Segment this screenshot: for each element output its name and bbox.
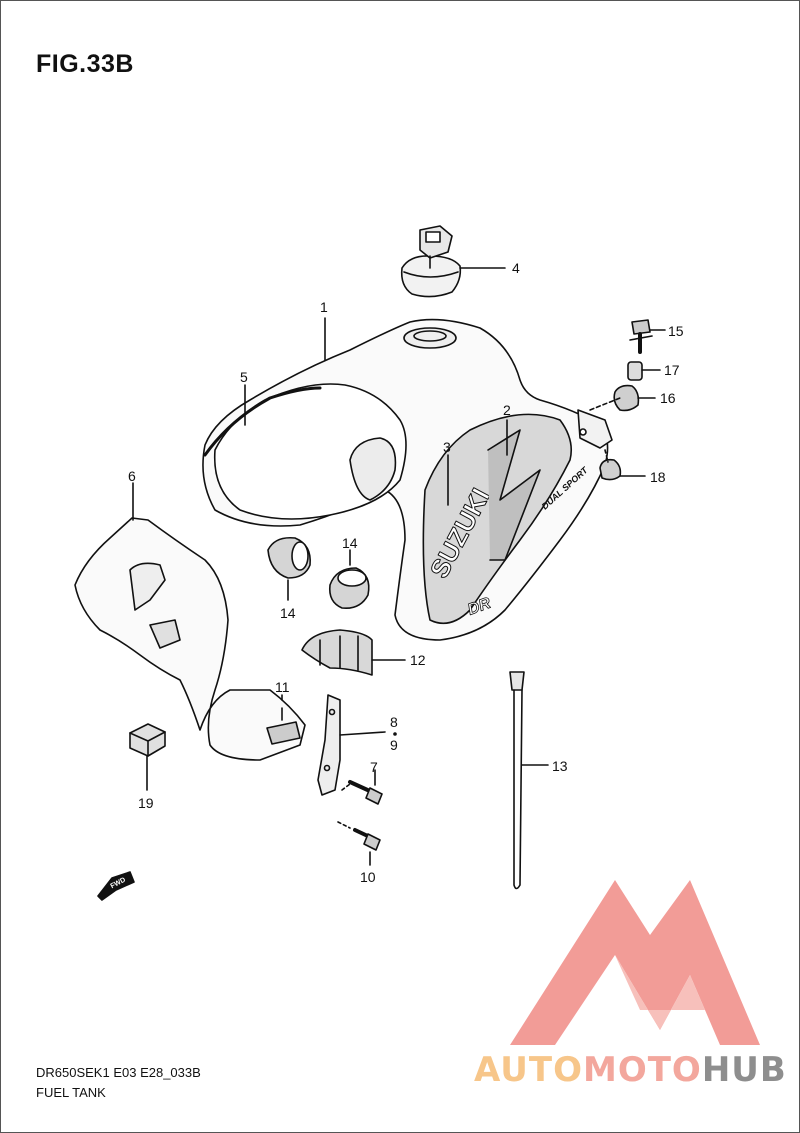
callout-10: 10 <box>360 869 376 885</box>
watermark-hub: HUB <box>701 1050 787 1090</box>
bracket[interactable] <box>317 694 386 796</box>
footer-model-code: DR650SEK1 E03 E28_033B <box>36 1065 201 1080</box>
pad-19[interactable] <box>129 723 166 791</box>
watermark-logo <box>510 880 760 1045</box>
fwd-arrow <box>97 871 135 901</box>
tank-stripe-decal <box>487 429 541 561</box>
footer-fig-name: FUEL TANK <box>36 1085 106 1100</box>
callout-12: 12 <box>410 652 426 668</box>
cushion-right[interactable] <box>328 549 370 610</box>
callout-14-right: 14 <box>342 535 358 551</box>
bolt-15[interactable] <box>629 319 666 354</box>
watermark-auto: AUTO <box>474 1050 583 1090</box>
grommet-18[interactable] <box>599 449 646 481</box>
figure-title: FIG.33B <box>36 50 134 78</box>
fuel-tank[interactable] <box>202 318 613 641</box>
callout-14-left: 14 <box>280 605 296 621</box>
callout-9: 9 <box>390 737 398 753</box>
callout-2: 2 <box>503 402 511 418</box>
callout-15: 15 <box>668 323 684 339</box>
callout-17: 17 <box>664 362 680 378</box>
callout-1: 1 <box>320 299 328 315</box>
callout-16: 16 <box>660 390 676 406</box>
callout-6: 6 <box>128 468 136 484</box>
callout-5: 5 <box>240 369 248 385</box>
watermark-moto: MOTO <box>582 1050 702 1090</box>
fuel-cap[interactable] <box>400 225 506 298</box>
watermark-text: AUTOMOTOHUB <box>474 1050 787 1090</box>
callout-7: 7 <box>370 759 378 775</box>
cushion-upper[interactable] <box>267 536 312 601</box>
cushion-16[interactable] <box>589 384 656 412</box>
callout-18: 18 <box>650 469 666 485</box>
callout-13: 13 <box>552 758 568 774</box>
bolt-7[interactable] <box>341 769 383 805</box>
side-cover[interactable] <box>74 517 306 761</box>
callout-3: 3 <box>443 439 451 455</box>
callout-8: 8 <box>390 714 398 730</box>
callout-dot <box>393 732 397 736</box>
cushion-rear[interactable] <box>301 629 406 676</box>
callout-4: 4 <box>512 260 520 276</box>
callout-11: 11 <box>275 679 290 695</box>
callout-19: 19 <box>138 795 154 811</box>
bolt-10[interactable] <box>337 821 381 866</box>
spacer-17[interactable] <box>627 361 661 381</box>
pad[interactable] <box>266 694 301 745</box>
cable-tie[interactable] <box>509 671 549 890</box>
